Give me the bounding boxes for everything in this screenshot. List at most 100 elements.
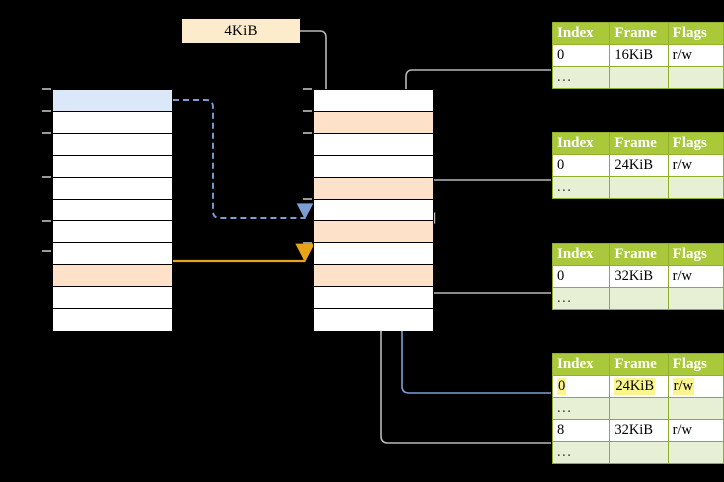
column-header-frame: Frame [609, 243, 669, 266]
cell-flags: r/w [667, 419, 724, 442]
tick-mark [42, 110, 51, 112]
physical-frame-row [314, 90, 433, 112]
cell-flags [667, 441, 724, 464]
cell-index: ... [551, 287, 611, 310]
tick-mark [303, 110, 312, 112]
cell-frame [609, 287, 669, 310]
cell-flags [667, 176, 724, 199]
size-label-4kib: 4KiB [182, 19, 300, 43]
virtual-page-row [53, 177, 172, 200]
column-header-flags: Flags [667, 243, 724, 266]
cell-index: ... [551, 441, 611, 464]
column-header-index: Index [551, 243, 611, 266]
cell-flags: r/w [667, 375, 724, 398]
physical-frame-row [314, 265, 433, 288]
virtual-page-row [53, 287, 172, 310]
physical-frame-row [314, 243, 433, 266]
cell-flags [667, 397, 724, 420]
column-header-flags: Flags [667, 353, 724, 376]
physical-frame-row [314, 221, 433, 244]
cell-flags: r/w [667, 44, 724, 67]
cell-flags: r/w [667, 265, 724, 288]
cell-index: 0 [551, 265, 611, 288]
column-header-frame: Frame [609, 353, 669, 376]
wire-table2-to-frame [423, 179, 551, 224]
column-header-flags: Flags [667, 22, 724, 45]
tick-mark [303, 88, 312, 90]
cell-frame [609, 176, 669, 199]
physical-frame-row [314, 287, 433, 310]
virtual-page-row [53, 243, 172, 266]
tick-mark [303, 242, 312, 244]
tick-mark [303, 198, 312, 200]
virtual-page-row [53, 155, 172, 178]
column-header-index: Index [551, 353, 611, 376]
cell-frame: 32KiB [609, 419, 669, 442]
column-header-frame: Frame [609, 132, 669, 155]
virtual-page-row [53, 133, 172, 156]
cell-index: ... [551, 397, 611, 420]
cell-index: 8 [551, 419, 611, 442]
tick-mark [42, 220, 51, 222]
virtual-page-row [53, 90, 172, 112]
table-ellipsis-row: ... [551, 176, 724, 199]
cell-flags: r/w [667, 154, 724, 177]
table-ellipsis-row: ... [551, 441, 724, 464]
tick-mark [42, 132, 51, 134]
virtual-page-row [53, 111, 172, 134]
cell-frame [609, 66, 669, 89]
cell-frame: 16KiB [609, 44, 669, 67]
virtual-page-row [53, 309, 172, 331]
column-header-frame: Frame [609, 22, 669, 45]
cell-frame: 24KiB [609, 375, 669, 398]
cell-frame [609, 441, 669, 464]
column-header-flags: Flags [667, 132, 724, 155]
cell-frame: 24KiB [609, 154, 669, 177]
highlighted-value: r/w [672, 377, 694, 395]
highlighted-value: 0 [557, 377, 567, 395]
cell-flags [667, 287, 724, 310]
cell-index: 0 [551, 44, 611, 67]
table-ellipsis-row: ... [551, 397, 724, 420]
physical-frame-row [314, 177, 433, 200]
physical-frame-row [314, 133, 433, 156]
cell-index: 0 [551, 375, 611, 398]
table-ellipsis-row: ... [551, 287, 724, 310]
cell-flags [667, 66, 724, 89]
virtual-page-row [53, 199, 172, 222]
tick-mark [42, 176, 51, 178]
physical-frame-row [314, 199, 433, 222]
virtual-page-row [53, 221, 172, 244]
physical-memory-column [313, 89, 434, 331]
virtual-page-row [53, 265, 172, 288]
highlighted-value: 24KiB [614, 377, 655, 395]
tick-mark [303, 132, 312, 134]
table-row: 0 24KiB r/w [551, 375, 724, 398]
physical-frame-row [314, 155, 433, 178]
table-ellipsis-row: ... [551, 66, 724, 89]
tick-mark [42, 88, 51, 90]
tick-mark [42, 250, 51, 252]
wire-page-to-frame-dashed [173, 99, 314, 220]
column-header-index: Index [551, 22, 611, 45]
physical-frame-row [314, 111, 433, 134]
physical-frame-row [314, 309, 433, 331]
virtual-address-space-column [52, 89, 173, 331]
wire-table3-to-frame [412, 266, 551, 294]
cell-index: ... [551, 176, 611, 199]
cell-index: ... [551, 66, 611, 89]
column-header-index: Index [551, 132, 611, 155]
cell-frame [609, 397, 669, 420]
